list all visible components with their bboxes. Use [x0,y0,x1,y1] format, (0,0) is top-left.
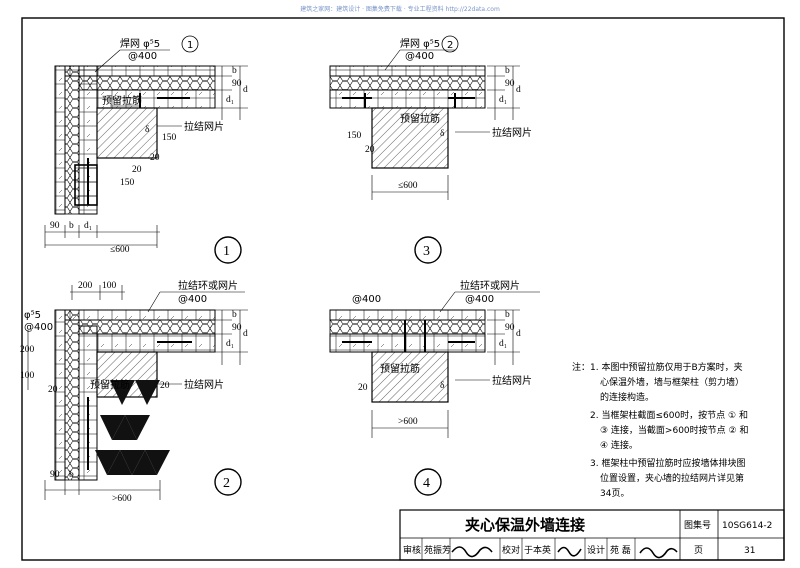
d4-delta: δ [440,381,445,391]
d1-dim-b: b [232,66,237,76]
note-line: 心保温外墙，墙与框架柱（剪力墙） [600,376,744,388]
notes-label: 注： [572,361,590,373]
d4-limit: >600 [398,417,418,427]
d1-dim-d: d [243,85,248,95]
d4-tie-ring: 拉结环或网片 [460,279,520,292]
d2-dim-20: 20 [48,385,58,395]
d1-mesh-ref: 1 [187,40,193,51]
d2-spacing-top: @400 [178,294,207,305]
note-line: ④ 连接。 [600,439,638,451]
d3-mesh-spacing: @400 [405,51,434,62]
d3-dim-90: 90 [505,79,515,89]
d1-mesh-label: 焊网 φ⁵5 [120,38,160,50]
note-line: 位置设置，夹心墙的拉结网片详见第 [600,472,744,484]
note-line: 1. 本图中预留拉筋仅用于B方案时，夹 [590,361,743,373]
note-line: 的连接构造。 [600,391,654,403]
d1-limit: ≤600 [110,245,130,255]
d2-dim-d1: d₁ [226,339,234,349]
d4-number: 4 [423,476,430,491]
d4-spacing-left: @400 [352,294,381,305]
d4-dim-b: b [505,310,510,320]
d4-dim-d: d [516,329,521,339]
d3-dim-d: d [516,85,521,95]
d1-dim-b-bottom: b [69,221,74,231]
d1-dim-150b: 150 [120,178,135,188]
review-name: 苑振芳 [424,544,451,556]
d2-dim-100: 100 [102,281,117,291]
d2-phi: φ⁵5 [24,310,41,321]
check-name: 于本英 [524,544,551,556]
design-label: 设计 [587,544,605,556]
d2-dim-v100: 100 [20,371,35,381]
detail-2 [27,285,248,500]
atlas-number: 10SG614-2 [722,521,772,531]
d3-number: 3 [423,244,430,259]
d2-dim-90-bottom: 90 [50,470,60,480]
d3-dim-d1: d₁ [499,95,507,105]
d1-dim-150: 150 [162,133,177,143]
d4-reserved-bar: 预留拉筋 [380,362,420,375]
atlas-label: 图集号 [684,519,711,531]
page-label: 页 [694,545,703,556]
d4-tie-mesh: 拉结网片 [492,374,532,387]
d1-mesh-spacing: @400 [128,51,157,62]
d2-tie-ring: 拉结环或网片 [178,279,238,292]
d2-reserved-bar: 预留拉筋 [90,378,130,391]
d3-dim-b: b [505,66,510,76]
note-line: 3. 框架柱中预留拉筋时应按墙体排块图 [590,457,745,469]
d1-dim-d1-bottom: d₁ [84,221,92,231]
d3-limit: ≤600 [398,181,418,191]
d3-mesh-label: 焊网 φ⁵5 [400,38,440,50]
d1-delta: δ [145,125,150,135]
d1-dim-d1: d₁ [226,95,234,105]
d4-dim-90: 90 [505,323,515,333]
d4-dim-20: 20 [358,383,368,393]
d2-number: 2 [223,476,230,491]
d1-dim-20: 20 [150,153,160,163]
page-number: 31 [744,546,755,556]
d4-spacing-top: @400 [465,294,494,305]
drawing-title: 夹心保温外墙连接 [465,516,585,534]
d3-delta: δ [440,129,445,139]
d4-dim-d1: d₁ [499,339,507,349]
detail-1 [44,35,248,264]
d1-tie-mesh: 拉结网片 [184,120,224,133]
check-label: 校对 [502,544,520,556]
watermark-text: 建筑之家网：建筑设计 · 图集免费下载 · 专业工程资料 http://22da… [300,6,500,13]
d2-dim-b: b [232,310,237,320]
d3-dim-20: 20 [365,145,375,155]
d1-reserved-bar: 预留拉筋 [102,94,142,107]
d2-dim-v200: 200 [20,345,35,355]
design-name: 苑 磊 [610,544,631,556]
d1-dim-90: 90 [232,79,242,89]
title-block [399,509,785,561]
d2-tie-mesh: 拉结网片 [184,378,224,391]
note-line: 2. 当框架柱截面≤600时，按节点 ① 和 [590,409,748,421]
d2-spacing-left: @400 [24,322,53,333]
note-line: ③ 连接，当截面>600时按节点 ② 和 [600,424,748,436]
review-label: 审核 [403,544,421,556]
note-line: 34页。 [600,488,629,499]
d1-dim-20b: 20 [132,165,142,175]
d1-number: 1 [223,244,230,259]
d3-dim-150: 150 [347,131,362,141]
d2-dim-d: d [243,329,248,339]
d2-dim-200: 200 [78,281,93,291]
d2-dim-90: 90 [232,323,242,333]
d2-dim-20b: 20 [160,381,170,391]
d2-dim-b-bottom: b [69,470,74,480]
detail-4 [329,291,540,496]
d1-dim-90-bottom: 90 [50,221,60,231]
detail-3 [329,35,520,264]
d2-limit: >600 [112,494,132,504]
d3-reserved-bar: 预留拉筋 [400,112,440,125]
d3-tie-mesh: 拉结网片 [492,126,532,139]
d3-mesh-ref: 2 [447,40,453,51]
